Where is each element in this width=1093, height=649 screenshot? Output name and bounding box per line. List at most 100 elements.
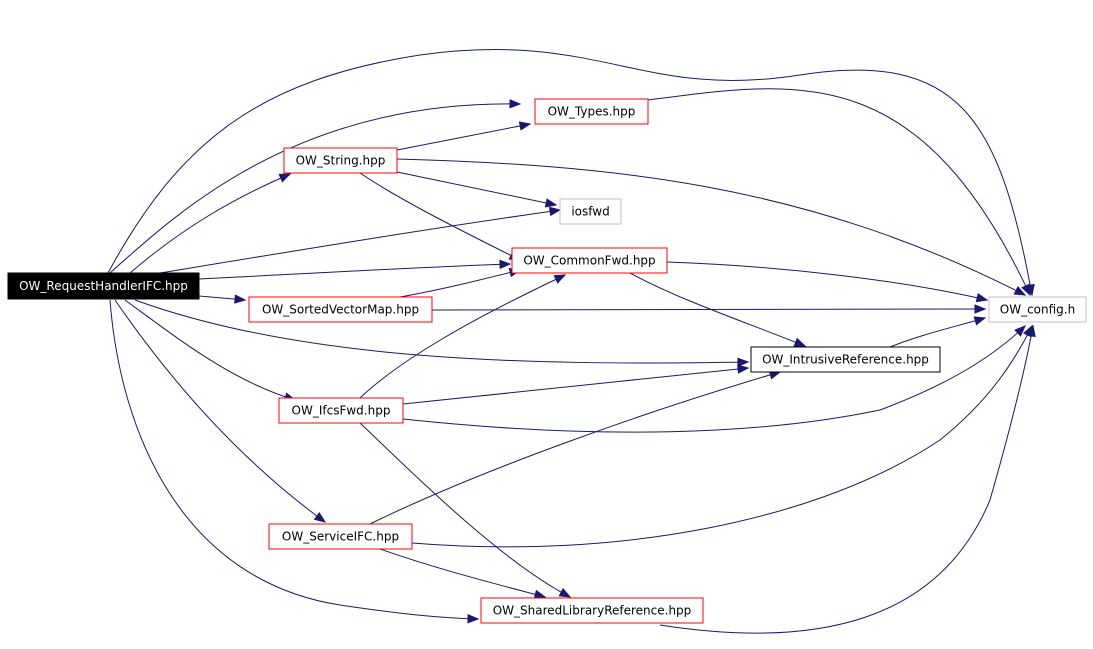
edge-arrowhead bbox=[548, 206, 562, 217]
edge-string-to-config bbox=[396, 158, 1027, 296]
edge-line bbox=[114, 299, 326, 523]
edge-line bbox=[124, 299, 296, 401]
edge-string-to-types bbox=[396, 121, 532, 151]
edge-line bbox=[359, 422, 571, 598]
edge-root-to-sharedlib bbox=[109, 299, 480, 624]
node-string[interactable]: OW_String.hpp bbox=[283, 147, 398, 174]
edge-types-to-config bbox=[647, 88, 1031, 297]
node-box bbox=[248, 296, 433, 323]
node-box bbox=[988, 296, 1087, 323]
node-label: OW_IfcsFwd.hpp bbox=[292, 404, 391, 418]
node-label: OW_Types.hpp bbox=[548, 105, 636, 119]
node-ifcsfwd[interactable]: OW_IfcsFwd.hpp bbox=[278, 397, 404, 424]
edge-arrowhead bbox=[278, 173, 292, 183]
node-label: OW_CommonFwd.hpp bbox=[523, 254, 655, 268]
edge-line bbox=[396, 158, 1026, 296]
node-sortedvm[interactable]: OW_SortedVectorMap.hpp bbox=[248, 296, 433, 323]
node-label: OW_SharedLibraryReference.hpp bbox=[493, 604, 692, 618]
node-box bbox=[750, 346, 941, 373]
edge-line bbox=[359, 172, 521, 261]
edge-line bbox=[198, 263, 511, 280]
edge-arrowhead bbox=[1026, 324, 1036, 338]
edge-string-to-iosfwd bbox=[396, 171, 558, 208]
edge-line bbox=[359, 274, 566, 399]
edge-line bbox=[402, 325, 1026, 433]
edge-commonfwd-to-config bbox=[666, 261, 989, 303]
edge-ifcsfwd-to-commonfwd bbox=[359, 274, 567, 399]
edge-serviceifc-to-sharedlib bbox=[379, 548, 547, 599]
edge-arrowhead bbox=[973, 316, 987, 326]
edge-arrowhead bbox=[558, 587, 572, 598]
edge-root-to-string bbox=[129, 173, 292, 274]
edge-arrowhead bbox=[1014, 325, 1026, 337]
edge-root-to-commonfwd bbox=[198, 259, 512, 280]
node-label: OW_String.hpp bbox=[296, 154, 386, 168]
edge-line bbox=[402, 367, 749, 405]
node-label: OW_SortedVectorMap.hpp bbox=[262, 303, 419, 317]
edge-intrusive-to-config bbox=[889, 316, 987, 348]
edge-ifcsfwd-to-config bbox=[402, 325, 1026, 433]
edge-line bbox=[369, 371, 781, 525]
edge-sortedvm-to-commonfwd bbox=[399, 267, 522, 298]
node-config: OW_config.h bbox=[988, 296, 1087, 323]
nodes-layer: OW_RequestHandlerIFC.hpp OW_Types.hppOW_S… bbox=[7, 98, 1087, 624]
node-root: OW_RequestHandlerIFC.hpp bbox=[7, 272, 200, 300]
edge-arrowhead bbox=[1021, 283, 1031, 297]
edge-arrowhead bbox=[518, 121, 532, 131]
edge-line bbox=[109, 103, 521, 274]
edge-line bbox=[129, 173, 291, 274]
edge-arrowhead bbox=[975, 293, 989, 303]
edge-line bbox=[647, 88, 1031, 296]
node-types[interactable]: OW_Types.hpp bbox=[534, 98, 649, 125]
node-label: OW_config.h bbox=[1000, 303, 1075, 317]
edge-arrowhead bbox=[467, 613, 480, 624]
edge-arrowhead bbox=[974, 304, 987, 314]
node-iosfwd: iosfwd bbox=[559, 198, 622, 225]
node-box bbox=[7, 272, 200, 300]
node-box bbox=[283, 147, 398, 174]
node-commonfwd[interactable]: OW_CommonFwd.hpp bbox=[511, 247, 668, 274]
edge-sortedvm-to-config bbox=[431, 304, 987, 314]
node-label: OW_IntrusiveReference.hpp bbox=[762, 353, 929, 367]
edge-line bbox=[396, 171, 557, 206]
edge-sharedlib-to-config bbox=[659, 324, 1036, 634]
node-intrusive[interactable]: OW_IntrusiveReference.hpp bbox=[750, 346, 941, 373]
edge-arrowhead bbox=[553, 274, 567, 284]
edge-line bbox=[659, 325, 1034, 634]
edge-arrowhead bbox=[499, 259, 512, 270]
edge-arrowhead bbox=[737, 364, 750, 374]
node-box bbox=[278, 397, 404, 424]
edge-root-to-intrusive bbox=[134, 299, 750, 367]
edge-ifcsfwd-to-intrusive bbox=[402, 364, 750, 405]
node-sharedlib[interactable]: OW_SharedLibraryReference.hpp bbox=[480, 597, 704, 624]
edge-line bbox=[396, 123, 531, 151]
edge-arrowhead bbox=[533, 589, 547, 599]
edge-line bbox=[107, 49, 1033, 296]
edge-root-to-iosfwd bbox=[159, 206, 562, 274]
edge-root-to-types bbox=[109, 99, 522, 274]
edge-root-to-sortedvm bbox=[198, 294, 247, 304]
edge-arrowhead bbox=[313, 511, 327, 523]
edge-string-to-commonfwd bbox=[359, 172, 522, 261]
node-label: iosfwd bbox=[571, 205, 609, 219]
node-serviceifc[interactable]: OW_ServiceIFC.hpp bbox=[268, 523, 413, 550]
edge-arrowhead bbox=[793, 337, 807, 347]
node-box bbox=[268, 523, 413, 550]
edge-line bbox=[379, 548, 546, 598]
node-label: OW_ServiceIFC.hpp bbox=[282, 530, 399, 544]
edge-serviceifc-to-intrusive bbox=[369, 370, 782, 525]
edge-line bbox=[411, 325, 1033, 548]
edge-arrowhead bbox=[234, 294, 247, 304]
edge-line bbox=[134, 299, 749, 364]
edge-line bbox=[399, 269, 521, 298]
node-box bbox=[534, 98, 649, 125]
node-box bbox=[511, 247, 668, 274]
edge-line bbox=[889, 317, 986, 348]
edge-arrowhead bbox=[1013, 286, 1027, 296]
edge-arrowhead bbox=[544, 198, 558, 208]
edge-line bbox=[666, 261, 988, 301]
node-label: OW_RequestHandlerIFC.hpp bbox=[19, 279, 188, 293]
edge-line bbox=[109, 299, 479, 620]
node-box bbox=[480, 597, 704, 624]
